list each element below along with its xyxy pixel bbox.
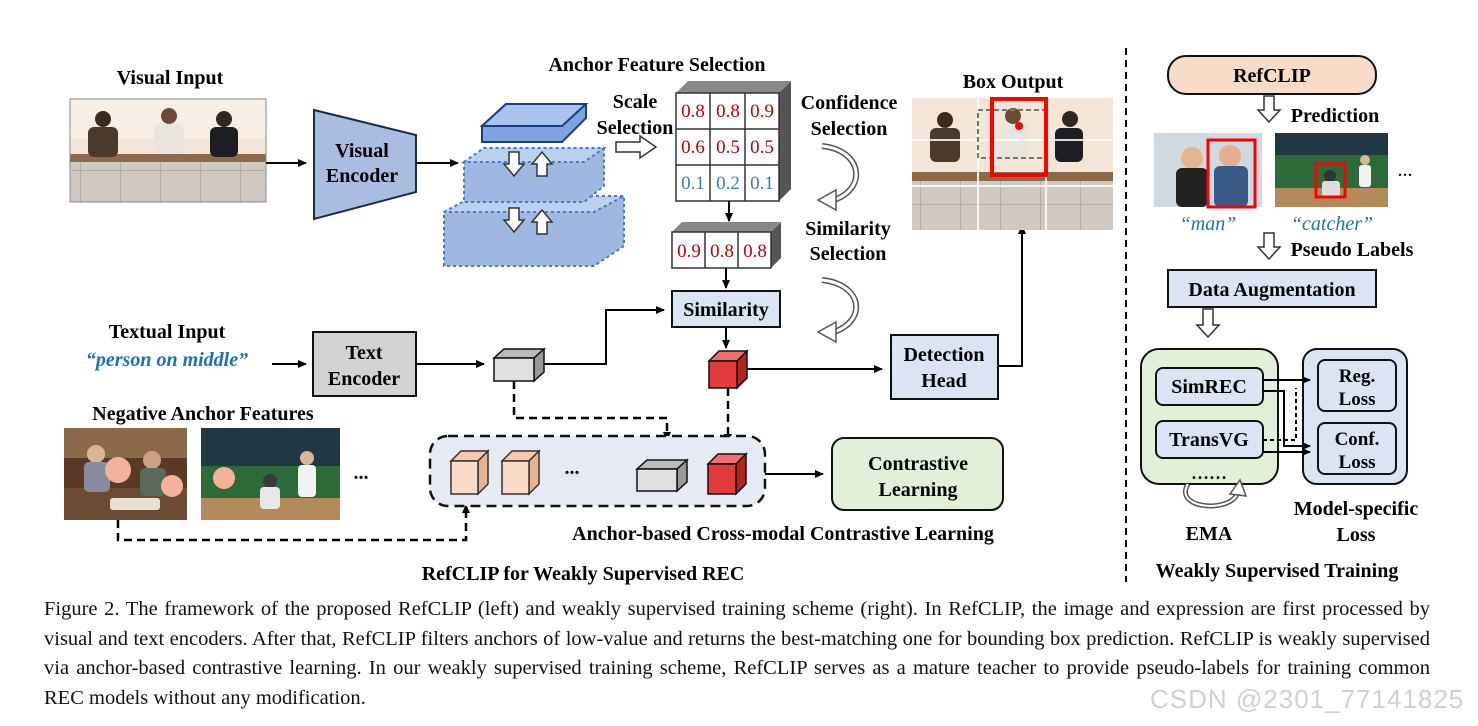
grid-cell: 0.2 (716, 173, 740, 194)
down-arrow-icon (1195, 308, 1221, 339)
refclip-label: RefCLIP (1233, 65, 1311, 87)
negative-ellipsis: ... (354, 462, 369, 484)
negative-photo-baseball (201, 428, 340, 520)
detection-head-block (890, 334, 999, 400)
reg-loss-block (1317, 359, 1397, 412)
loop-arrow-icon (1228, 478, 1248, 497)
confidence-selection-line1: Confidence (801, 92, 898, 114)
textual-query: “person on middle” (86, 349, 248, 371)
row-cell: 0.9 (677, 241, 701, 262)
grid-cell: 0.5 (750, 137, 774, 158)
transvg-label: TransVG (1169, 429, 1249, 451)
reg-loss-line2: Loss (1339, 389, 1376, 410)
confidence-selection-line2: Selection (811, 118, 888, 140)
visual-input-label: Visual Input (117, 67, 224, 89)
row-cell: 0.8 (743, 241, 767, 262)
row-cell: 0.8 (710, 241, 734, 262)
negative-anchor-features-label: Negative Anchor Features (92, 403, 314, 425)
watermark: CSDN @2301_77141825 (1150, 684, 1465, 714)
contrastive-learning-line2: Learning (879, 479, 958, 501)
prediction-label: Prediction (1291, 105, 1380, 127)
best-anchor-cube (706, 452, 748, 496)
reg-loss-line1: Reg. (1339, 366, 1375, 387)
visual-input-photo (69, 98, 267, 203)
contrastive-learning-line1: Contrastive (868, 453, 968, 475)
text-feature-cube (635, 458, 689, 493)
contrastive-caption: Anchor-based Cross-modal Contrastive Lea… (572, 523, 994, 545)
label-catcher: “catcher” (1291, 213, 1373, 235)
peach-anchor-cube (500, 449, 541, 496)
grid-cell: 0.1 (681, 173, 705, 194)
ema-label: EMA (1186, 523, 1233, 545)
text-feature-cube (492, 347, 546, 383)
best-anchor-cube (707, 349, 749, 390)
box-output-label: Box Output (963, 71, 1064, 93)
multi-scale-feature-layers (443, 103, 625, 267)
grid-cell: 0.8 (716, 101, 740, 122)
similarity-selection-line2: Selection (810, 243, 887, 265)
textual-input-label: Textual Input (109, 321, 226, 343)
text-encoder-line1: Text (345, 342, 382, 364)
down-arrow-icon (1256, 232, 1282, 261)
visual-encoder-line1: Visual (335, 140, 389, 162)
curved-arrow-icon (816, 188, 837, 212)
similarity-label: Similarity (683, 299, 769, 321)
model-specific-loss-line1: Model-specific (1294, 498, 1419, 520)
down-arrow-icon (1256, 95, 1282, 124)
data-augmentation-label: Data Augmentation (1188, 279, 1355, 301)
label-man: “man” (1180, 213, 1237, 235)
right-section-title: Weakly Supervised Training (1156, 560, 1399, 582)
prediction-photo-catcher (1275, 133, 1388, 207)
student-models-ellipsis: …… (1191, 463, 1227, 483)
anchor-confidence-grid (675, 81, 791, 202)
grid-cell: 0.9 (750, 101, 774, 122)
box-output-photo (912, 97, 1113, 230)
curved-arrow-icon (816, 320, 837, 344)
text-encoder-block (312, 331, 417, 397)
prediction-ellipsis: ... (1398, 159, 1413, 181)
scale-selection-arrow (615, 134, 658, 160)
grid-cell: 0.6 (681, 137, 705, 158)
simrec-block (1155, 367, 1264, 406)
pseudo-labels-label: Pseudo Labels (1291, 239, 1414, 261)
detection-head-line2: Head (921, 370, 967, 392)
anchor-feature-selection-title: Anchor Feature Selection (548, 54, 765, 76)
contrastive-learning-block (831, 437, 1004, 511)
framework-figure: Visual Input Visual Encoder Anchor Featu… (64, 48, 1419, 585)
scale-selection-line2: Selection (597, 117, 674, 139)
peach-anchor-cube (449, 449, 490, 496)
visual-encoder-block (313, 108, 417, 221)
grid-cell: 0.1 (750, 173, 774, 194)
selected-anchor-row (671, 222, 781, 269)
simrec-label: SimREC (1171, 376, 1247, 398)
text-encoder-line2: Encoder (328, 368, 400, 390)
detection-head-line1: Detection (903, 344, 984, 366)
negative-photo-dining (64, 428, 187, 520)
data-augmentation-block (1167, 269, 1377, 308)
grid-cell: 0.5 (716, 137, 740, 158)
anchor-row-ellipsis: ... (565, 457, 580, 479)
conf-loss-block (1317, 422, 1397, 475)
scale-selection-line1: Scale (613, 91, 658, 113)
model-specific-loss-line2: Loss (1337, 524, 1376, 546)
figure-caption: Figure 2. The framework of the proposed … (44, 598, 1430, 709)
prediction-photo-man (1154, 133, 1262, 209)
conf-loss-line2: Loss (1339, 452, 1376, 473)
grid-cell: 0.8 (681, 101, 705, 122)
conf-loss-line1: Conf. (1335, 429, 1380, 450)
similarity-selection-line1: Similarity (805, 218, 891, 240)
refclip-teacher-block (1167, 55, 1377, 95)
visual-encoder-line2: Encoder (326, 165, 398, 187)
left-section-title: RefCLIP for Weakly Supervised REC (422, 563, 745, 585)
